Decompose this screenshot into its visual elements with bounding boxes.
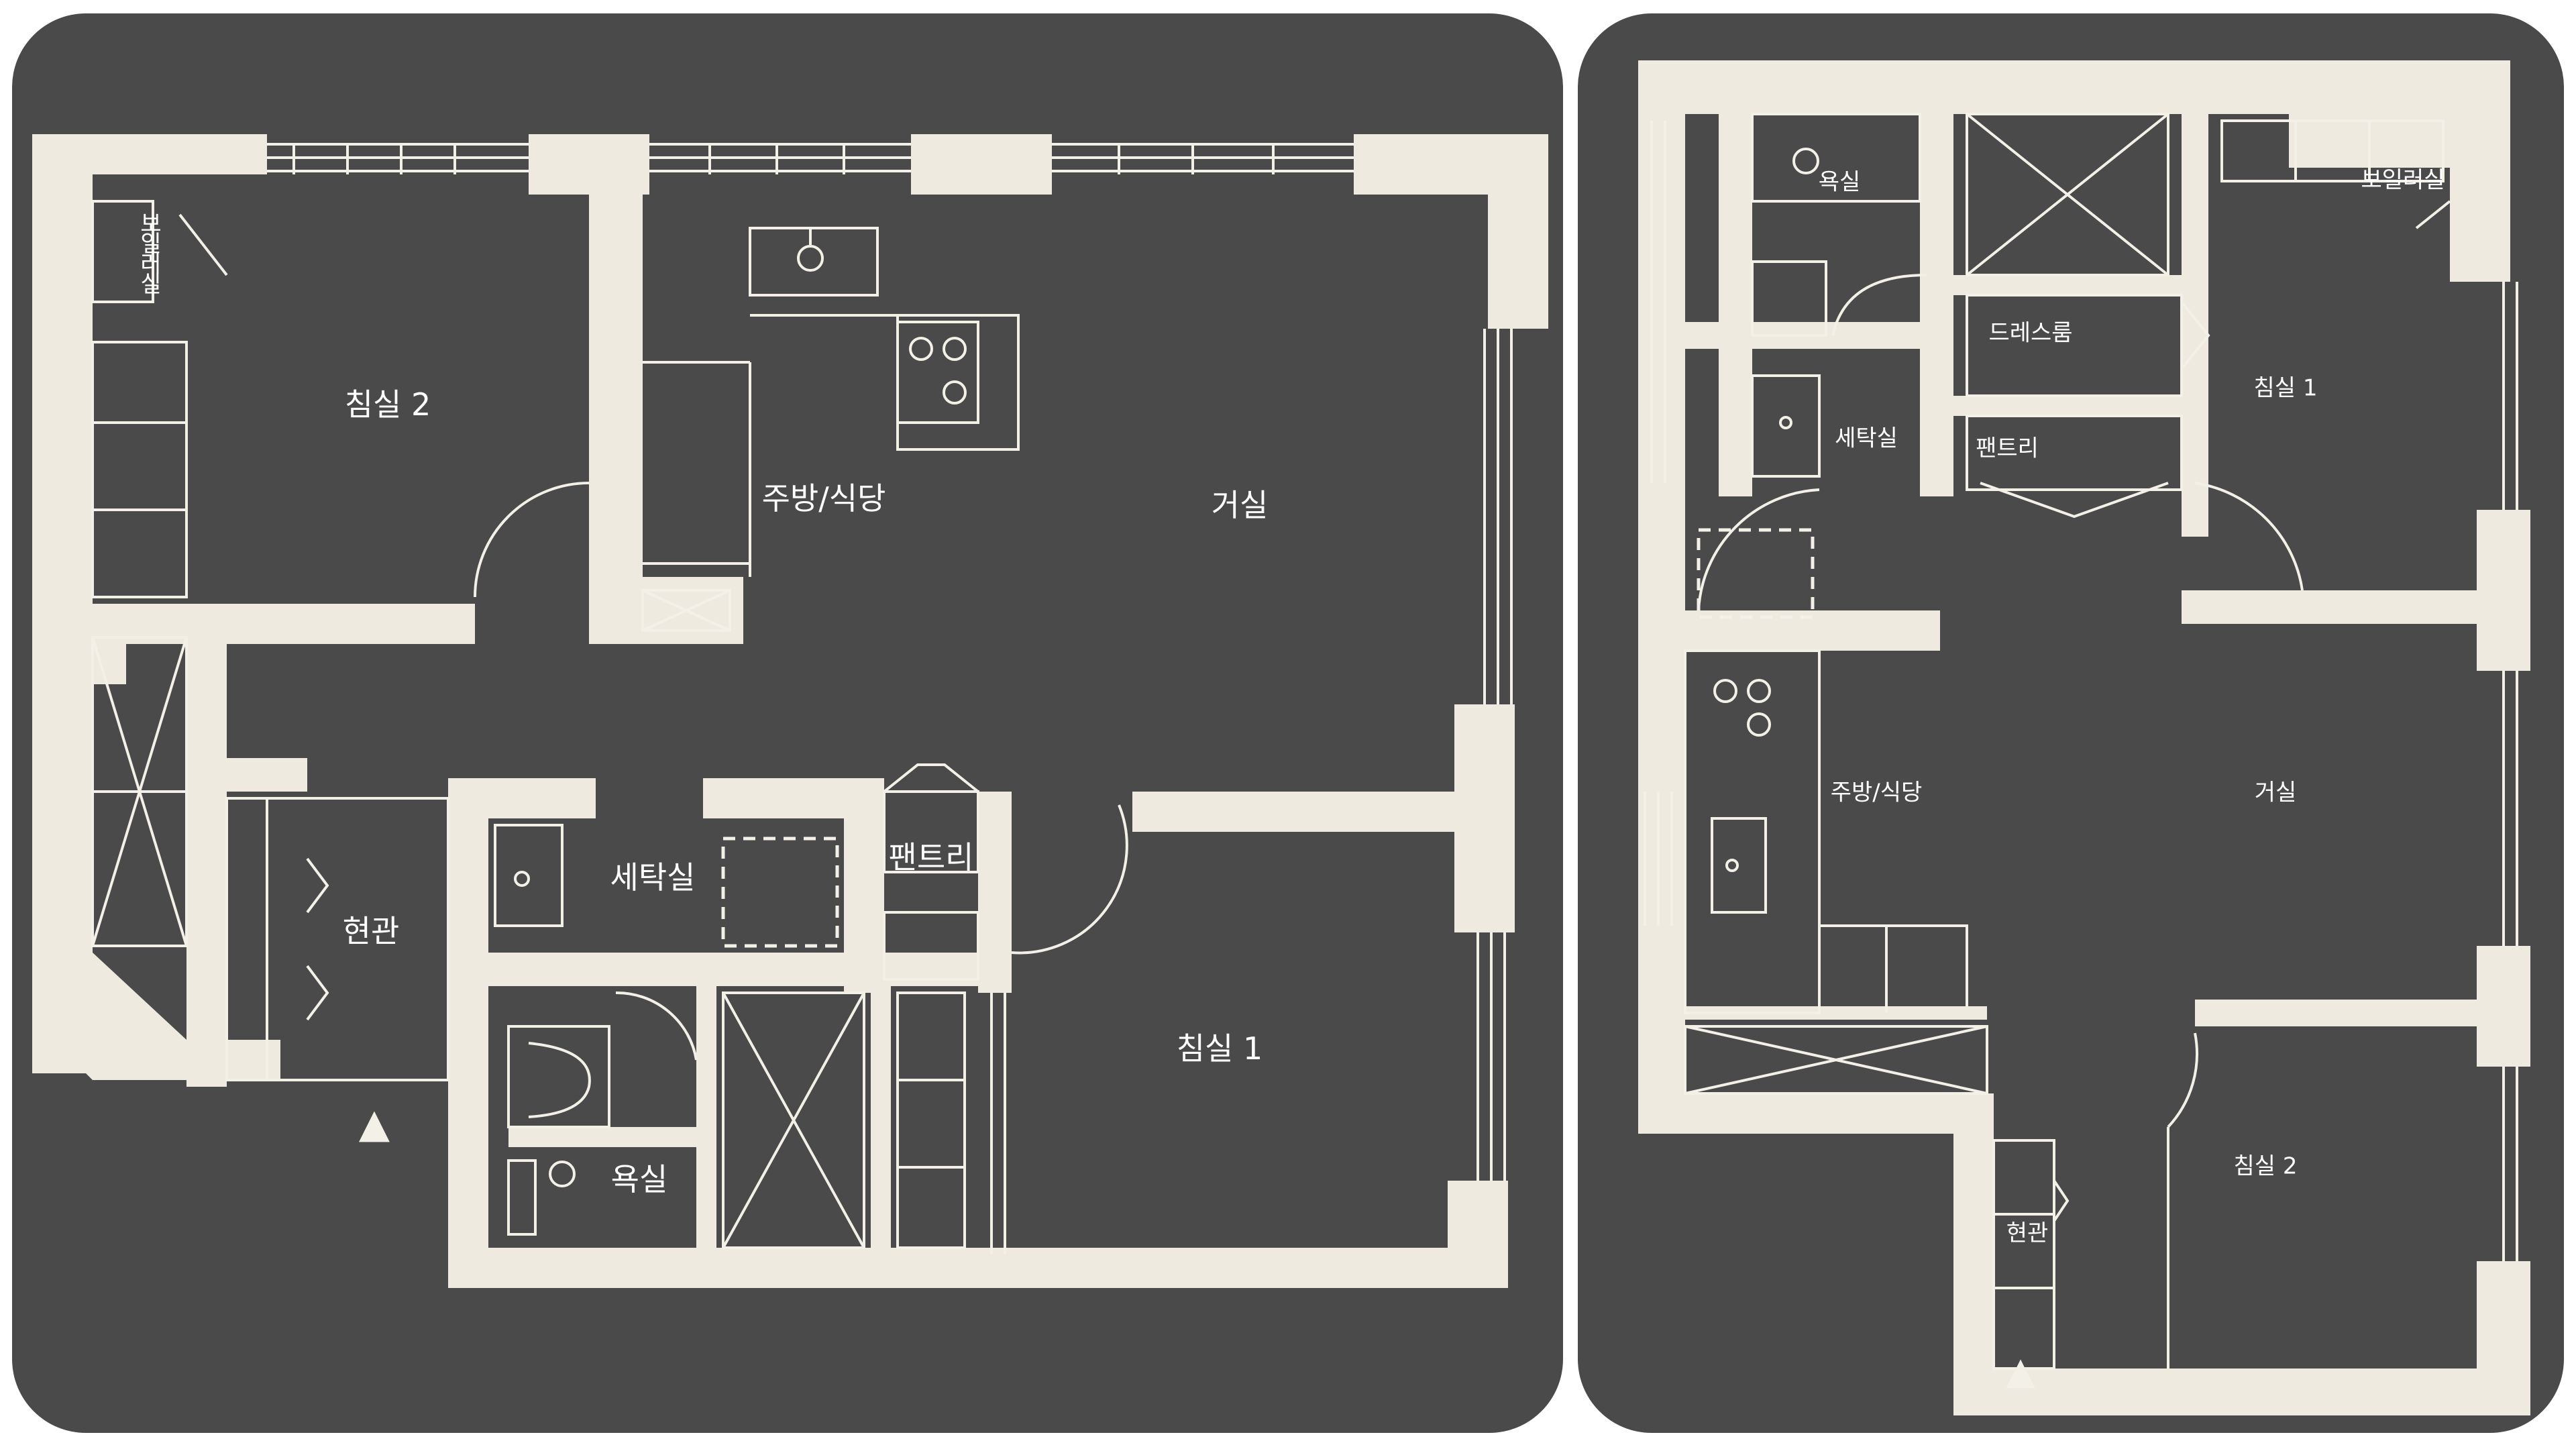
room-label-laundry: 세탁실 — [610, 859, 696, 896]
entry-marker-icon: ▲ — [2006, 1349, 2035, 1393]
room-label-boiler: 보일러실 — [135, 211, 162, 292]
room-label-pantry: 팬트리 — [1976, 435, 2039, 462]
room-label-bedroom2: 침실 2 — [2233, 1152, 2298, 1180]
room-label-bedroom2: 침실 2 — [344, 386, 431, 423]
floor-plan-right-drawing — [1638, 60, 2530, 1415]
walls — [32, 134, 1548, 1288]
room-label-dressroom: 드레스룸 — [1988, 319, 2073, 347]
entry-marker-icon: ▲ — [358, 1100, 390, 1147]
fixtures — [91, 200, 1020, 1254]
room-label-boiler: 보일러실 — [2361, 166, 2445, 194]
room-label-bedroom1: 침실 1 — [1176, 1030, 1263, 1067]
room-label-laundry: 세탁실 — [1835, 425, 1898, 452]
room-label-pantry: 팬트리 — [888, 839, 974, 875]
room-label-kitchen: 주방/식당 — [761, 480, 886, 517]
room-label-living: 거실 — [2254, 779, 2297, 806]
walls — [1638, 60, 2530, 1415]
room-label-entrance: 현관 — [342, 913, 400, 949]
floor-plan-left: 침실 2 보일러실 주방/식당 거실 세탁실 팬트리 현관 침실 1 욕실 ▲ — [12, 13, 1563, 1433]
fixtures — [1684, 113, 2451, 1370]
doors — [1697, 482, 2304, 1128]
room-label-living: 거실 — [1211, 487, 1269, 523]
room-label-bathroom: 욕실 — [1818, 168, 1861, 196]
room-label-bathroom: 욕실 — [610, 1161, 668, 1197]
floor-plan-left-drawing — [32, 134, 1548, 1288]
doors — [474, 482, 1128, 1061]
windows — [267, 143, 1513, 1181]
room-label-entrance: 현관 — [2006, 1220, 2049, 1247]
room-label-kitchen: 주방/식당 — [1830, 779, 1923, 806]
windows — [1644, 121, 2518, 1261]
floor-plan-right: 욕실 보일러실 드레스룸 세탁실 팬트리 침실 1 주방/식당 거실 침실 2 … — [1578, 13, 2564, 1433]
room-label-bedroom1: 침실 1 — [2253, 374, 2318, 402]
